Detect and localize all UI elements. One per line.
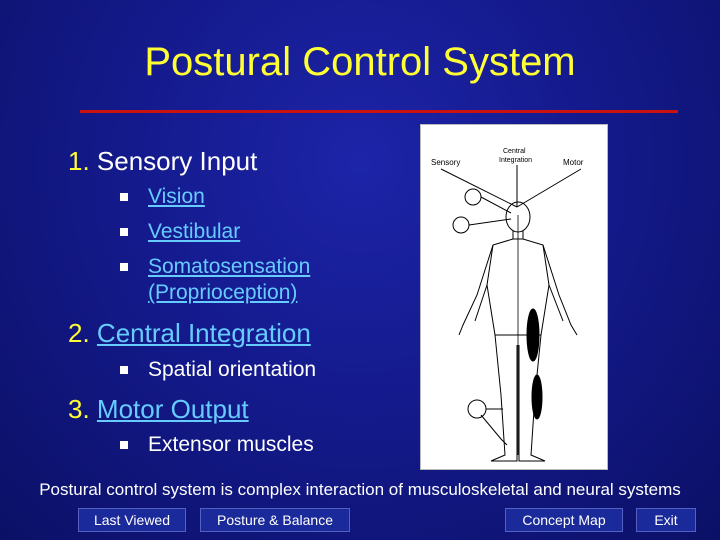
slide-caption: Postural control system is complex inter…	[39, 480, 681, 499]
proprioception-sensor-icon	[467, 399, 487, 419]
link-somatosensation[interactable]: Somatosensation (Proprioception)	[148, 254, 310, 306]
label-sensory: Sensory	[431, 158, 460, 167]
vestibular-sensor-icon	[452, 216, 470, 234]
section-central-integration: 2. Central Integration	[68, 318, 311, 349]
calf-muscle-shape	[531, 374, 543, 420]
link-somatosensation-line1: Somatosensation	[148, 255, 311, 278]
label-motor: Motor	[563, 158, 584, 167]
exit-button[interactable]: Exit	[636, 508, 696, 532]
label-central-line2: Integration	[499, 157, 532, 164]
last-viewed-button[interactable]: Last Viewed	[78, 508, 186, 532]
section-sensory-input: 1. Sensory Input	[68, 146, 257, 177]
label-central-line1: Central	[503, 148, 526, 155]
title-divider	[80, 110, 678, 113]
square-bullet-icon	[120, 441, 128, 449]
item-spatial-orientation: Spatial orientation	[148, 358, 317, 381]
body-diagram-svg: Sensory Central Integration Motor	[431, 148, 584, 462]
section-number: 2.	[68, 318, 90, 348]
section-number: 1.	[68, 146, 90, 176]
section-number: 3.	[68, 394, 90, 424]
link-vision[interactable]: Vision	[148, 185, 205, 208]
section-motor-output: 3. Motor Output	[68, 394, 249, 425]
concept-map-button[interactable]: Concept Map	[505, 508, 623, 532]
slide-title: Postural Control System	[144, 40, 576, 84]
square-bullet-icon	[120, 366, 128, 374]
section-label: Sensory Input	[96, 146, 258, 176]
posture-balance-button[interactable]: Posture & Balance	[200, 508, 350, 532]
thigh-muscle-shape	[526, 308, 540, 362]
link-somatosensation-line2: (Proprioception)	[148, 281, 298, 304]
square-bullet-icon	[120, 263, 128, 271]
link-motor-output[interactable]: Motor Output	[96, 394, 249, 424]
item-extensor-muscles: Extensor muscles	[148, 433, 314, 456]
eye-sensor-icon	[464, 188, 482, 206]
square-bullet-icon	[120, 193, 128, 201]
link-central-integration[interactable]: Central Integration	[96, 318, 311, 348]
postural-control-diagram: Sensory Central Integration Motor	[420, 124, 608, 470]
link-vestibular[interactable]: Vestibular	[148, 220, 241, 243]
square-bullet-icon	[120, 228, 128, 236]
